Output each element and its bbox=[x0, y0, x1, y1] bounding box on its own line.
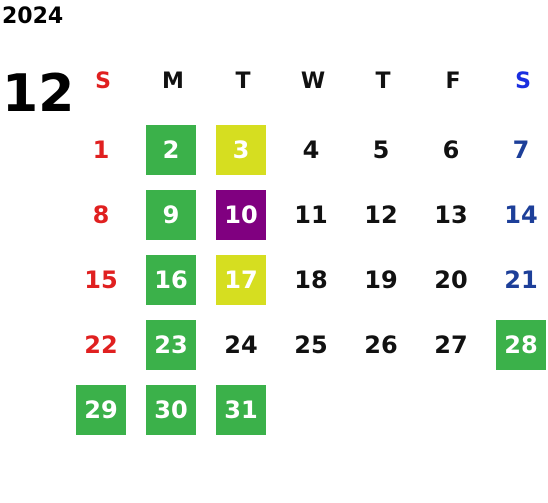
day-cell[interactable]: 2 bbox=[138, 122, 208, 178]
weekday-tue: T bbox=[235, 69, 251, 94]
day-number: 16 bbox=[154, 266, 188, 294]
day-cell[interactable]: 20 bbox=[418, 252, 488, 308]
day-highlight-green bbox=[146, 385, 196, 435]
day-number: 8 bbox=[92, 201, 110, 229]
day-number: 27 bbox=[434, 331, 468, 359]
day-cell[interactable]: 14 bbox=[488, 187, 548, 243]
day-cell[interactable]: 11 bbox=[278, 187, 348, 243]
day-cell[interactable]: 10 bbox=[208, 187, 278, 243]
day-number: 15 bbox=[84, 266, 118, 294]
day-number: 3 bbox=[232, 136, 250, 164]
day-cell[interactable]: 5 bbox=[348, 122, 418, 178]
day-cell[interactable]: 8 bbox=[68, 187, 138, 243]
day-cell[interactable]: 27 bbox=[418, 317, 488, 373]
day-cell[interactable]: 19 bbox=[348, 252, 418, 308]
day-number: 11 bbox=[294, 201, 328, 229]
day-number: 17 bbox=[224, 266, 258, 294]
day-number: 6 bbox=[442, 136, 460, 164]
day-number: 4 bbox=[302, 136, 320, 164]
day-highlight-yellow bbox=[216, 125, 266, 175]
day-cell[interactable]: 30 bbox=[138, 382, 208, 438]
day-cell[interactable]: 16 bbox=[138, 252, 208, 308]
day-cell[interactable]: 22 bbox=[68, 317, 138, 373]
day-number: 26 bbox=[364, 331, 398, 359]
day-highlight-green bbox=[146, 190, 196, 240]
calendar-month: 12 bbox=[2, 64, 75, 124]
day-cell[interactable]: 1 bbox=[68, 122, 138, 178]
day-number: 23 bbox=[154, 331, 188, 359]
day-cell[interactable]: 26 bbox=[348, 317, 418, 373]
day-cell[interactable]: 3 bbox=[208, 122, 278, 178]
day-number: 21 bbox=[504, 266, 538, 294]
day-cell[interactable]: 4 bbox=[278, 122, 348, 178]
day-number: 18 bbox=[294, 266, 328, 294]
day-cell[interactable]: 18 bbox=[278, 252, 348, 308]
day-number: 19 bbox=[364, 266, 398, 294]
day-number: 31 bbox=[224, 396, 258, 424]
day-cell[interactable]: 6 bbox=[418, 122, 488, 178]
day-cell[interactable]: 25 bbox=[278, 317, 348, 373]
day-number: 20 bbox=[434, 266, 468, 294]
day-highlight-green bbox=[496, 320, 546, 370]
day-cell[interactable]: 13 bbox=[418, 187, 488, 243]
day-number: 1 bbox=[92, 136, 110, 164]
day-number: 12 bbox=[364, 201, 398, 229]
weekday-sat: S bbox=[515, 69, 531, 94]
day-highlight-green bbox=[216, 385, 266, 435]
day-highlight-green bbox=[76, 385, 126, 435]
weekday-sun: S bbox=[95, 69, 111, 94]
day-cell[interactable]: 23 bbox=[138, 317, 208, 373]
day-cell[interactable]: 21 bbox=[488, 252, 548, 308]
day-cell[interactable]: 7 bbox=[488, 122, 548, 178]
day-cell[interactable]: 15 bbox=[68, 252, 138, 308]
day-number: 13 bbox=[434, 201, 468, 229]
day-highlight-green bbox=[146, 255, 196, 305]
day-cell[interactable]: 29 bbox=[68, 382, 138, 438]
day-number: 9 bbox=[162, 201, 180, 229]
day-number: 2 bbox=[162, 136, 180, 164]
day-cell[interactable]: 28 bbox=[488, 317, 548, 373]
day-number: 24 bbox=[224, 331, 258, 359]
day-cell[interactable]: 9 bbox=[138, 187, 208, 243]
day-number: 28 bbox=[504, 331, 538, 359]
day-number: 30 bbox=[154, 396, 188, 424]
day-cell[interactable]: 31 bbox=[208, 382, 278, 438]
day-number: 29 bbox=[84, 396, 118, 424]
weekday-fri: F bbox=[445, 69, 461, 94]
day-cell[interactable]: 12 bbox=[348, 187, 418, 243]
day-number: 7 bbox=[512, 136, 530, 164]
weekday-wed: W bbox=[300, 69, 326, 94]
day-highlight-green bbox=[146, 125, 196, 175]
weekday-mon: M bbox=[162, 69, 184, 94]
day-number: 10 bbox=[224, 201, 258, 229]
weekday-thu: T bbox=[375, 69, 391, 94]
weekday-header: S M T W T F S bbox=[68, 64, 548, 100]
day-highlight-purple bbox=[216, 190, 266, 240]
day-cell[interactable]: 24 bbox=[208, 317, 278, 373]
day-highlight-yellow bbox=[216, 255, 266, 305]
day-cell[interactable]: 17 bbox=[208, 252, 278, 308]
day-number: 5 bbox=[372, 136, 390, 164]
calendar-year: 2024 bbox=[2, 4, 64, 29]
day-number: 22 bbox=[84, 331, 118, 359]
day-number: 25 bbox=[294, 331, 328, 359]
day-highlight-green bbox=[146, 320, 196, 370]
day-number: 14 bbox=[504, 201, 538, 229]
